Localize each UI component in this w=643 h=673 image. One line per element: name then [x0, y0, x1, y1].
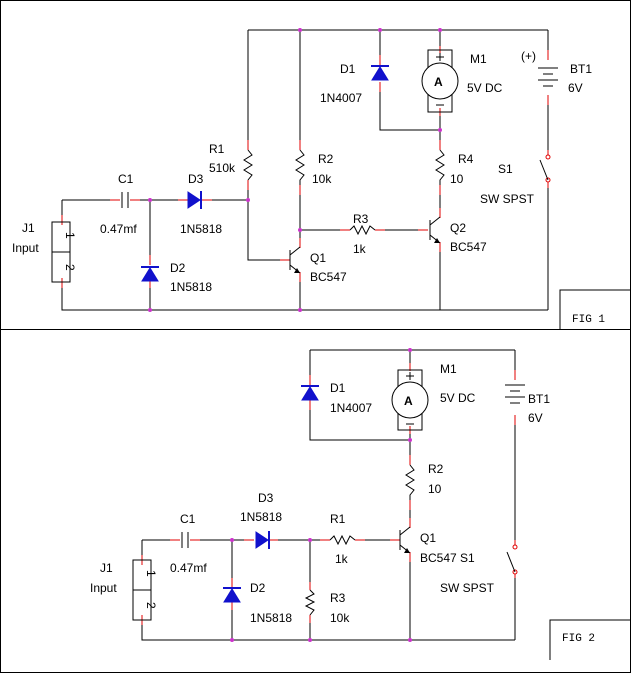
fig1-s1-value: SW SPST — [480, 192, 535, 206]
fig1-r2-value: 10k — [312, 172, 332, 186]
fig2-r3-value: 10k — [330, 611, 350, 625]
fig2-d1-value: 1N4007 — [330, 401, 372, 415]
fig1-q2-transistor — [429, 216, 441, 244]
fig1-r4-ref: R4 — [458, 152, 474, 166]
fig2-c1-value: 0.47mf — [170, 561, 207, 575]
fig1-d1-value: 1N4007 — [320, 91, 362, 105]
fig2-r1-ref: R1 — [330, 512, 346, 526]
fig1-label: FIG 1 — [572, 314, 605, 326]
fig1-r3-ref: R3 — [353, 212, 369, 226]
fig1-circuit: 1 2 J1 Input C1 0.47mf D3 1N5818 D2 1N58… — [12, 28, 592, 312]
fig1-c1-capacitor — [121, 192, 129, 208]
fig1-r1-ref: R1 — [209, 142, 225, 156]
fig1-d1-diode — [371, 65, 389, 81]
fig1-s1-ref: S1 — [498, 162, 513, 176]
fig2-bt1-battery — [505, 384, 525, 404]
fig2-s1-ref: S1 — [460, 551, 475, 565]
fig2-r2-resistor — [405, 464, 415, 500]
fig2-d1-ref: D1 — [330, 381, 346, 395]
fig1-r3-resistor — [349, 224, 376, 236]
fig1-c1-value: 0.47mf — [100, 222, 137, 236]
fig1-bt1-polarity: (+) — [521, 49, 536, 63]
fig1-bt1-value: 6V — [568, 81, 583, 95]
fig1-s1-switch — [539, 154, 551, 183]
fig1-d1-ref: D1 — [340, 62, 356, 76]
fig1-d2-value: 1N5818 — [170, 280, 212, 294]
fig1-q2-ref: Q2 — [450, 221, 466, 235]
fig1-r3-value: 1k — [353, 242, 367, 256]
fig1-d2-ref: D2 — [170, 261, 186, 275]
fig1-j1-type: Input — [12, 241, 39, 255]
fig1-q1-transistor — [289, 246, 301, 274]
fig2-m1-ref: M1 — [440, 362, 457, 376]
fig2-q1-transistor — [399, 526, 411, 554]
fig1-r2-resistor — [295, 149, 305, 185]
fig2-m1-value: 5V DC — [440, 391, 476, 405]
fig2-bt1-value: 6V — [528, 411, 543, 425]
fig2-label: FIG 2 — [562, 633, 595, 645]
fig2-c1-ref: C1 — [180, 512, 196, 526]
fig1-m1-motor: A — [421, 49, 459, 113]
fig2-circuit: 1 2 J1 Input C1 0.47mf D3 1N5818 D2 1N58… — [90, 348, 550, 642]
fig1-pin-stubs — [61, 46, 549, 288]
fig2-c1-capacitor — [181, 532, 189, 548]
fig2-d3-value: 1N5818 — [240, 510, 282, 524]
fig2-label-box — [549, 619, 631, 660]
fig1-bt1-battery — [538, 67, 558, 87]
fig1-d3-ref: D3 — [188, 172, 204, 186]
fig1-c1-ref: C1 — [118, 172, 134, 186]
svg-text:1: 1 — [63, 232, 77, 239]
fig1-m1-ref: M1 — [470, 52, 487, 66]
fig2-q1-ref: Q1 — [420, 531, 436, 545]
fig1-r1-value: 510k — [209, 161, 236, 175]
svg-text:2: 2 — [144, 602, 158, 609]
fig2-r1-value: 1k — [335, 552, 349, 566]
fig1-r2-ref: R2 — [318, 152, 334, 166]
fig2-j1-ref: J1 — [100, 561, 113, 575]
fig2-d2-ref: D2 — [250, 581, 266, 595]
fig2-d3-diode — [255, 531, 270, 549]
fig2-d1-diode — [301, 385, 319, 401]
fig1-j1-ref: J1 — [22, 221, 35, 235]
fig1-r4-value: 10 — [450, 172, 464, 186]
fig2-m1-motor: A — [391, 369, 429, 431]
svg-text:1: 1 — [144, 570, 158, 577]
fig1-d3-diode — [187, 191, 202, 209]
fig1-q2-value: BC547 — [450, 240, 487, 254]
fig2-r1-resistor — [329, 534, 356, 546]
fig2-d2-diode — [223, 587, 241, 603]
fig2-r3-ref: R3 — [330, 591, 346, 605]
fig1-bt1-ref: BT1 — [570, 62, 592, 76]
fig1-r4-resistor — [435, 149, 445, 185]
fig1-label-box — [559, 289, 631, 329]
fig2-j1-type: Input — [90, 581, 117, 595]
fig1-d2-diode — [141, 266, 159, 282]
fig1-r1-resistor — [243, 149, 253, 181]
fig2-j1-connector: 1 2 — [132, 559, 158, 621]
fig1-junctions — [148, 28, 442, 312]
fig1-m1-value: 5V DC — [467, 81, 503, 95]
fig1-d3-value: 1N5818 — [180, 222, 222, 236]
fig1-j1-connector: 1 2 — [51, 221, 77, 283]
fig2-r2-value: 10 — [428, 482, 442, 496]
fig2-junctions — [230, 348, 412, 642]
fig1-wires — [61, 29, 549, 311]
fig2-s1-value: SW SPST — [440, 581, 495, 595]
fig2-d3-ref: D3 — [258, 491, 274, 505]
fig1-q1-value: BC547 — [310, 270, 347, 284]
fig2-d2-value: 1N5818 — [250, 611, 292, 625]
fig2-q1-value: BC547 — [420, 551, 457, 565]
fig2-r3-resistor — [304, 589, 316, 616]
fig2-bt1-ref: BT1 — [528, 392, 550, 406]
fig2-r2-ref: R2 — [428, 462, 444, 476]
svg-text:A: A — [434, 75, 443, 89]
svg-text:2: 2 — [63, 264, 77, 271]
svg-text:A: A — [404, 394, 413, 408]
fig1-q1-ref: Q1 — [310, 251, 326, 265]
fig2-s1-switch — [506, 544, 518, 575]
